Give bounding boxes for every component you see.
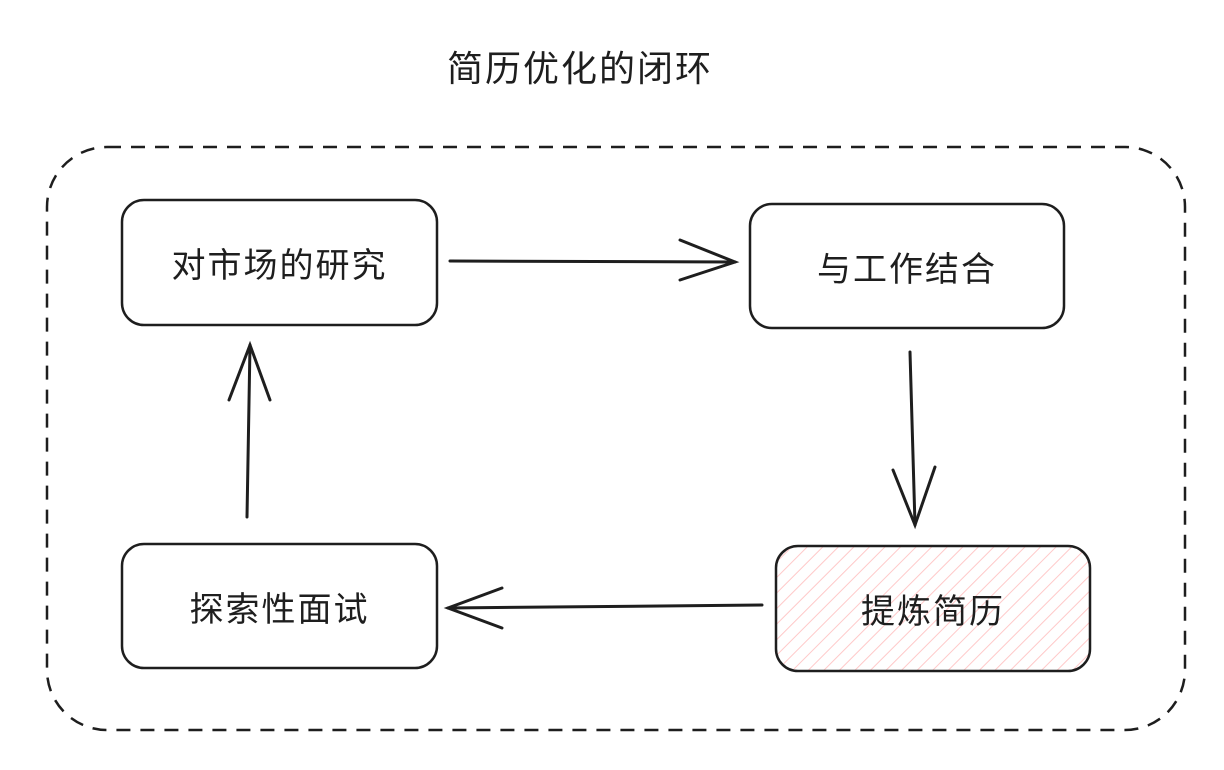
node-label-market-research: 对市场的研究 [171, 246, 388, 286]
node-label-combine-with-work: 与工作结合 [817, 249, 997, 290]
arrow-research-to-work [448, 238, 740, 282]
diagram-title: 简历优化的闭环 [446, 49, 713, 90]
loop-container [45, 145, 1187, 732]
node-box-refine-resume[interactable] [774, 544, 1092, 673]
node-box-exploratory-interview[interactable] [120, 542, 439, 670]
arrow-interview-to-research [227, 340, 272, 519]
arrow-work-to-resume [891, 350, 937, 530]
node-box-combine-with-work[interactable] [748, 202, 1066, 330]
node-label-exploratory-interview: 探索性面试 [189, 589, 370, 630]
arrow-resume-to-interview [443, 586, 764, 630]
node-label-refine-resume: 提炼简历 [861, 592, 1005, 632]
node-box-market-research[interactable] [120, 198, 439, 327]
